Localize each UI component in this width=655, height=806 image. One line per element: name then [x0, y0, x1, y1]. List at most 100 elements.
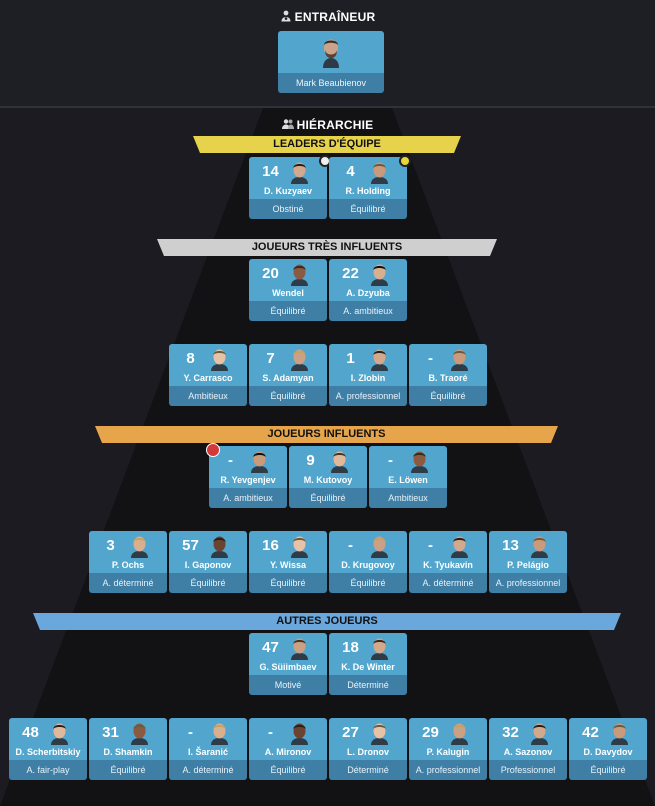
player-portrait-icon — [371, 723, 388, 745]
player-portrait-icon — [131, 723, 148, 745]
squad-number: 14 — [262, 163, 279, 180]
player-portrait-icon — [531, 536, 548, 558]
squad-number: 16 — [262, 537, 279, 554]
player-personality: Obstiné — [249, 199, 327, 219]
player-personality: A. professionnel — [489, 573, 567, 593]
squad-number: 3 — [106, 537, 115, 554]
player-personality: A. professionnel — [329, 386, 407, 406]
player-card[interactable]: - R. Yevgenjev A. ambitieux — [206, 443, 287, 508]
player-portrait-icon — [51, 723, 68, 745]
player-personality: Déterminé — [329, 675, 407, 695]
player-personality: Ambitieux — [369, 488, 447, 508]
player-personality: A. professionnel — [409, 760, 487, 780]
squad-number: - — [268, 724, 273, 741]
player-personality: Équilibré — [249, 573, 327, 593]
hierarchy-icon — [281, 119, 294, 129]
player-personality: Déterminé — [329, 760, 407, 780]
player-portrait-icon — [371, 536, 388, 558]
player-portrait-icon — [291, 162, 308, 184]
player-name: D. Kuzyaev — [263, 186, 313, 196]
player-portrait-icon — [371, 638, 388, 660]
player-name: Y. Wissa — [270, 560, 306, 570]
coach-icon — [281, 10, 291, 22]
player-personality: Équilibré — [249, 760, 327, 780]
squad-number: 18 — [342, 639, 359, 656]
coach-portrait-icon — [323, 39, 339, 68]
player-personality: A. fair-play — [9, 760, 87, 780]
player-portrait-icon — [451, 536, 468, 558]
player-name: L. Dronov — [347, 747, 389, 757]
player-portrait-icon — [611, 723, 628, 745]
squad-number: 9 — [306, 452, 315, 469]
player-portrait-icon — [211, 723, 228, 745]
squad-number: - — [228, 452, 233, 469]
squad-number: - — [428, 537, 433, 554]
squad-number: 22 — [342, 265, 359, 282]
player-name: R. Yevgenjev — [220, 475, 276, 485]
player-personality: Équilibré — [289, 488, 367, 508]
player-name: D. Krugovoy — [341, 560, 395, 570]
squad-number: 48 — [22, 724, 39, 741]
player-name: E. Löwen — [388, 475, 428, 485]
player-personality: Équilibré — [89, 760, 167, 780]
player-name: P. Pelágio — [507, 560, 549, 570]
player-name: R. Holding — [345, 186, 391, 196]
hierarchy-section-label: HIÉRARCHIE — [296, 118, 374, 132]
squad-number: 57 — [182, 537, 199, 554]
player-personality: Équilibré — [249, 301, 327, 321]
player-personality: A. ambitieux — [209, 488, 287, 508]
squad-number: 7 — [266, 350, 275, 367]
squad-number: - — [388, 452, 393, 469]
player-name: S. Adamyan — [262, 373, 314, 383]
squad-number: 47 — [262, 639, 279, 656]
player-personality: Équilibré — [409, 386, 487, 406]
squad-number: 4 — [346, 163, 355, 180]
squad-number: 29 — [422, 724, 439, 741]
player-name: Y. Carrasco — [183, 373, 233, 383]
player-name: K. De Winter — [341, 662, 395, 672]
squad-number: 32 — [502, 724, 519, 741]
player-personality: A. ambitieux — [329, 301, 407, 321]
player-portrait-icon — [371, 162, 388, 184]
player-name: I. Zlobin — [350, 373, 386, 383]
player-name: Wendel — [272, 288, 304, 298]
coach-section-label: ENTRAÎNEUR — [294, 10, 376, 24]
player-personality: Équilibré — [329, 573, 407, 593]
player-portrait-icon — [451, 349, 468, 371]
player-personality: Équilibré — [329, 199, 407, 219]
player-name: I. Gaponov — [184, 560, 232, 570]
player-name: I. Šaranić — [187, 747, 229, 757]
player-portrait-icon — [211, 349, 228, 371]
player-personality: Professionnel — [489, 760, 567, 780]
player-portrait-icon — [411, 451, 428, 473]
squad-number: 31 — [102, 724, 119, 741]
coach-card[interactable]: Mark Beaubienov — [278, 31, 384, 93]
player-portrait-icon — [291, 723, 308, 745]
